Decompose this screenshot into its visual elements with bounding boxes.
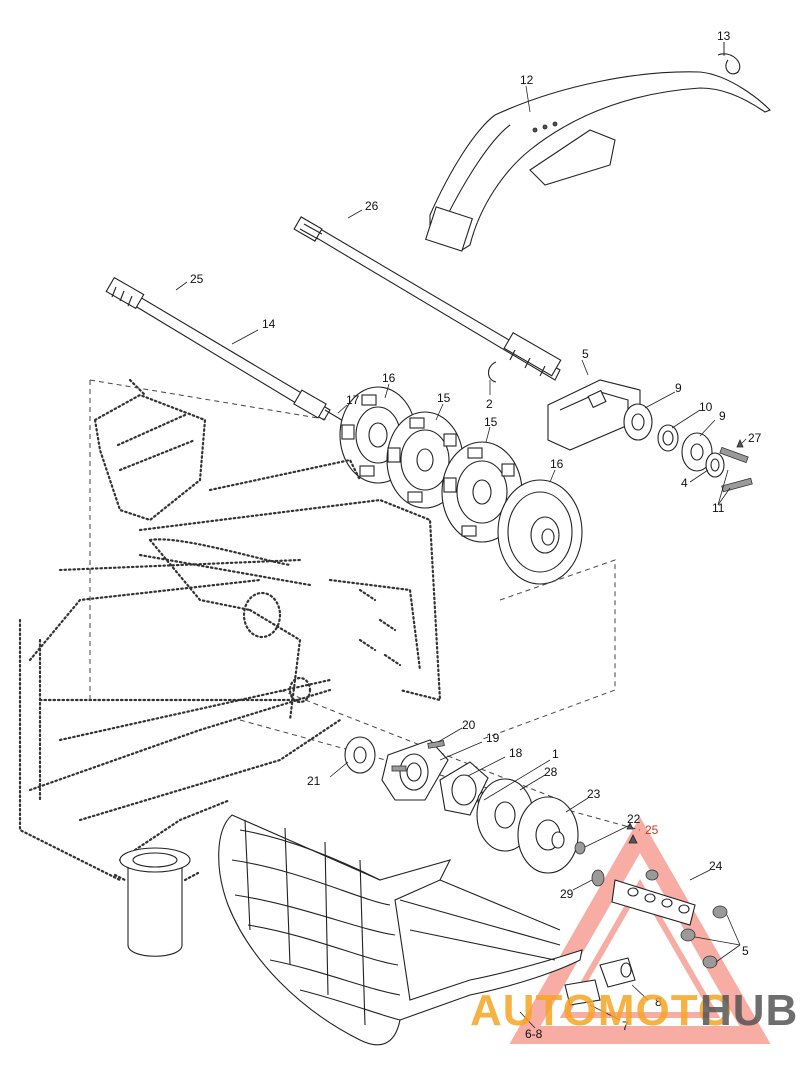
bearing-assembly-left — [344, 736, 638, 887]
label-part-6-8: 6-8 — [525, 1027, 543, 1041]
label-part-11: 11 — [712, 501, 725, 515]
clip-part-13 — [717, 42, 741, 75]
callout-labels: 13 12 26 25 14 5 2 16 17 15 15 16 9 10 9… — [190, 29, 762, 1041]
label-part-15-b: 15 — [484, 415, 498, 429]
watermark-brand-1: AUTOMOTO — [470, 986, 733, 1035]
label-part-17: 17 — [346, 393, 360, 407]
label-part-2: 2 — [486, 397, 493, 411]
label-part-26: 26 — [365, 199, 379, 213]
label-part-27: 27 — [748, 431, 762, 445]
label-part-13: 13 — [717, 29, 731, 43]
drive-shaft-upper — [293, 216, 562, 381]
leader-lines — [175, 42, 747, 1029]
label-part-7: 7 — [622, 1019, 629, 1033]
sprocket-16-right — [497, 479, 583, 585]
label-part-24: 24 — [709, 859, 723, 873]
drive-shaft-lower — [105, 276, 331, 421]
label-part-9-b: 9 — [719, 409, 726, 423]
label-part-4: 4 — [681, 476, 688, 490]
label-part-5-top: 5 — [582, 347, 589, 361]
watermark-brand-2: HUB — [700, 986, 798, 1035]
snap-ring-part-2 — [487, 361, 497, 383]
slider-part-8 — [599, 957, 636, 988]
track-belt — [218, 814, 583, 1046]
label-part-1: 1 — [552, 747, 559, 761]
suspension-tube — [113, 847, 200, 957]
watermark-logo — [509, 816, 771, 1044]
label-part-19: 19 — [486, 731, 500, 745]
label-part-22: 22 — [627, 812, 641, 826]
label-part-8: 8 — [655, 995, 662, 1009]
tunnel-frame — [18, 378, 442, 882]
label-part-15-a: 15 — [437, 391, 451, 405]
bearing-assembly-right — [547, 379, 753, 493]
label-part-21: 21 — [307, 774, 321, 788]
label-part-23: 23 — [587, 787, 601, 801]
label-part-16-right: 16 — [550, 457, 564, 471]
label-part-25-bottom: 25 — [645, 823, 659, 837]
label-part-29: 29 — [560, 887, 574, 901]
label-part-28: 28 — [544, 765, 558, 779]
label-part-5-bottom: 5 — [742, 944, 749, 958]
label-part-16-left: 16 — [382, 371, 396, 385]
label-part-10: 10 — [699, 400, 713, 414]
bracket-part-24 — [611, 869, 741, 969]
label-part-25-top: 25 — [190, 272, 204, 286]
label-part-20: 20 — [462, 718, 476, 732]
rear-bumper-part-12 — [424, 71, 771, 252]
label-part-18: 18 — [509, 746, 523, 760]
watermark-text: AUTOMOTO HUB — [470, 986, 798, 1035]
slider-part-7 — [564, 979, 601, 1006]
label-part-9-a: 9 — [675, 381, 682, 395]
label-part-14: 14 — [262, 317, 276, 331]
label-part-12: 12 — [520, 73, 534, 87]
